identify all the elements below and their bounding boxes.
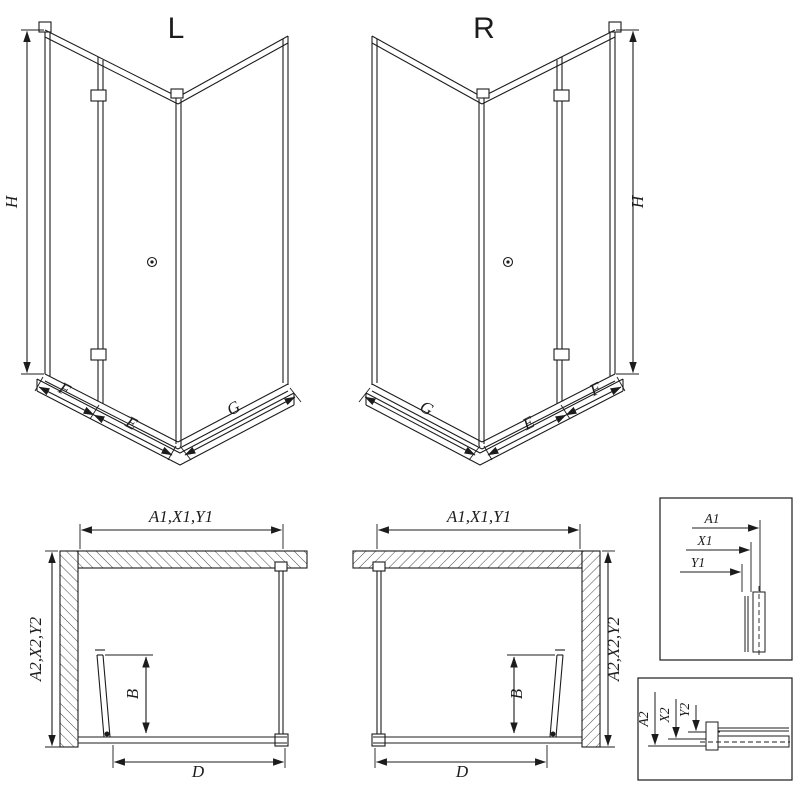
dim-label-height-left: H [2,194,21,209]
dim-label-d-plan-right: D [455,762,469,781]
plan-left-line-art [45,524,307,768]
dim-label-depth-plan-left: A2,X2,Y2 [26,616,45,682]
dim-label-x1-detail: X1 [697,533,713,548]
dim-label-b-plan-right: B [507,688,526,699]
dim-label-a1-detail: A1 [704,511,720,526]
dim-label-x2-detail: X2 [657,707,672,723]
plan-view-right: A1,X1,Y1 A2,X2,Y2 B D [353,507,623,781]
dim-label-a2-detail: A2 [636,711,651,727]
plan-right-line-art [353,524,615,768]
dim-label-width-plan-left: A1,X1,Y1 [148,507,213,526]
iso-view-right: R H G E F [359,12,647,465]
dim-label-b-plan-left: B [123,688,142,699]
detail-top-frame [659,497,793,661]
dim-label-height-right: H [628,194,647,209]
iso-view-left: L H F E G [2,12,301,465]
plan-view-left: A1,X1,Y1 A2,X2,Y2 B D [26,507,307,781]
detail-panel-bottom: A2 X2 Y2 [636,677,793,781]
view-label-right: R [473,12,495,45]
dim-label-y1-detail: Y1 [691,555,705,570]
dim-label-d-plan-left: D [191,762,205,781]
dim-label-depth-plan-right: A2,X2,Y2 [604,616,623,682]
dim-label-y2-detail: Y2 [677,703,692,718]
view-label-left: L [168,12,185,45]
dim-label-width-plan-right: A1,X1,Y1 [446,507,511,526]
detail-panel-top: A1 X1 Y1 [659,497,793,661]
